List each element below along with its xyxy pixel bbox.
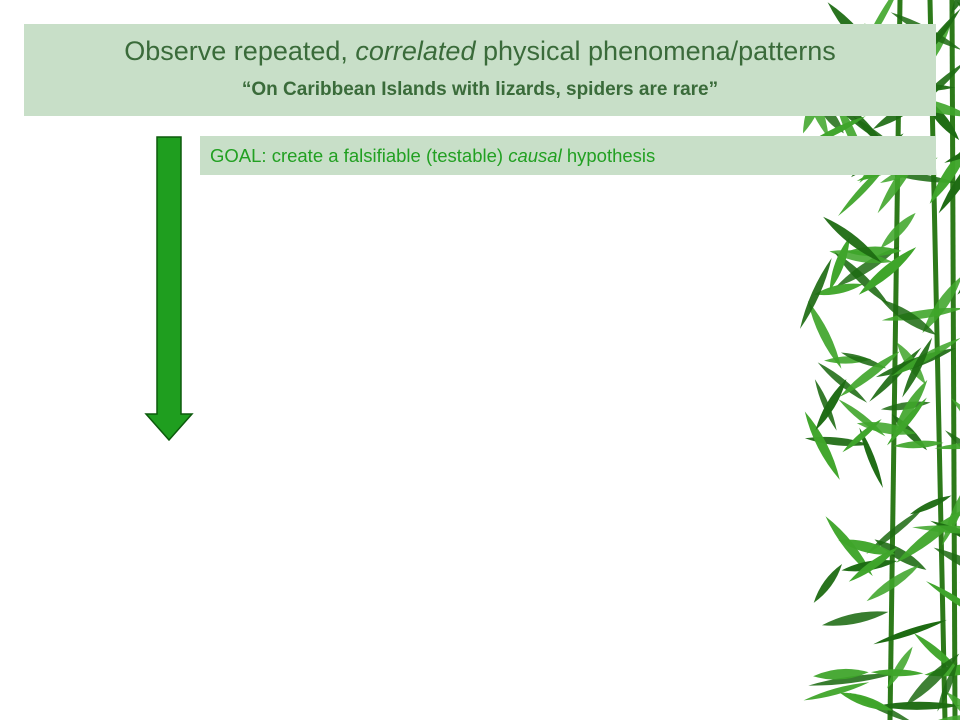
bamboo-leaf xyxy=(894,380,928,431)
bamboo-leaf xyxy=(870,669,924,677)
bamboo-leaf xyxy=(891,337,960,377)
bamboo-leaf xyxy=(814,379,837,431)
bamboo-leaf xyxy=(840,352,887,369)
bamboo-leaf xyxy=(926,581,960,622)
bamboo-leaf xyxy=(922,275,960,333)
bamboo-leaf xyxy=(823,216,882,263)
bamboo-leaf xyxy=(834,252,890,306)
bamboo-leaf xyxy=(800,258,832,329)
bamboo-leaf xyxy=(829,237,850,291)
goal-text: GOAL: create a falsifiable (testable) ca… xyxy=(210,145,656,166)
bamboo-leaf xyxy=(839,692,893,711)
bamboo-leaf xyxy=(880,212,916,249)
bamboo-leaf xyxy=(945,430,960,471)
slide-title: Observe repeated, correlated physical ph… xyxy=(124,36,836,66)
bamboo-leaf xyxy=(874,539,927,570)
bamboo-leaf xyxy=(838,539,896,555)
bamboo-leaf xyxy=(909,495,952,515)
bamboo-leaf xyxy=(905,653,960,707)
bamboo-leaf xyxy=(902,337,933,398)
bamboo-leaf xyxy=(848,547,899,582)
bamboo-leaf xyxy=(859,427,883,489)
bamboo-leaf xyxy=(815,379,847,431)
bamboo-leaf xyxy=(887,646,913,689)
bamboo-leaf xyxy=(912,525,960,534)
bamboo-leaf xyxy=(914,633,960,675)
bamboo-leaf xyxy=(835,246,900,288)
bamboo-leaf xyxy=(813,564,843,603)
bamboo-leaf xyxy=(803,682,870,701)
bamboo-leaf xyxy=(937,662,958,712)
bamboo-leaf xyxy=(866,564,920,602)
bamboo-leaf xyxy=(893,440,944,449)
bamboo-leaf xyxy=(929,141,960,204)
bamboo-leaf xyxy=(813,668,869,680)
bamboo-leaf xyxy=(842,419,882,453)
bamboo-leaf xyxy=(822,611,889,626)
bamboo-leaf xyxy=(839,351,900,397)
bamboo-leaf xyxy=(808,673,897,686)
bamboo-leaf xyxy=(807,301,842,369)
bamboo-leaf xyxy=(873,619,947,645)
bamboo-leaf xyxy=(814,283,864,296)
down-arrow-icon xyxy=(144,136,194,442)
bamboo-leaf xyxy=(950,0,960,15)
bamboo-leaf xyxy=(880,299,937,336)
slide-subtitle: “On Caribbean Islands with lizards, spid… xyxy=(241,79,719,100)
bamboo-leaf xyxy=(934,441,960,450)
title-box: Observe repeated, correlated physical ph… xyxy=(24,24,936,116)
bamboo-leaf xyxy=(946,692,960,720)
bamboo-leaf xyxy=(933,547,960,584)
bamboo-leaf xyxy=(944,138,960,163)
bamboo-leaf xyxy=(804,411,840,480)
bamboo-leaf xyxy=(817,362,868,403)
bamboo-leaf xyxy=(858,247,917,295)
goal-box: GOAL: create a falsifiable (testable) ca… xyxy=(200,136,936,175)
